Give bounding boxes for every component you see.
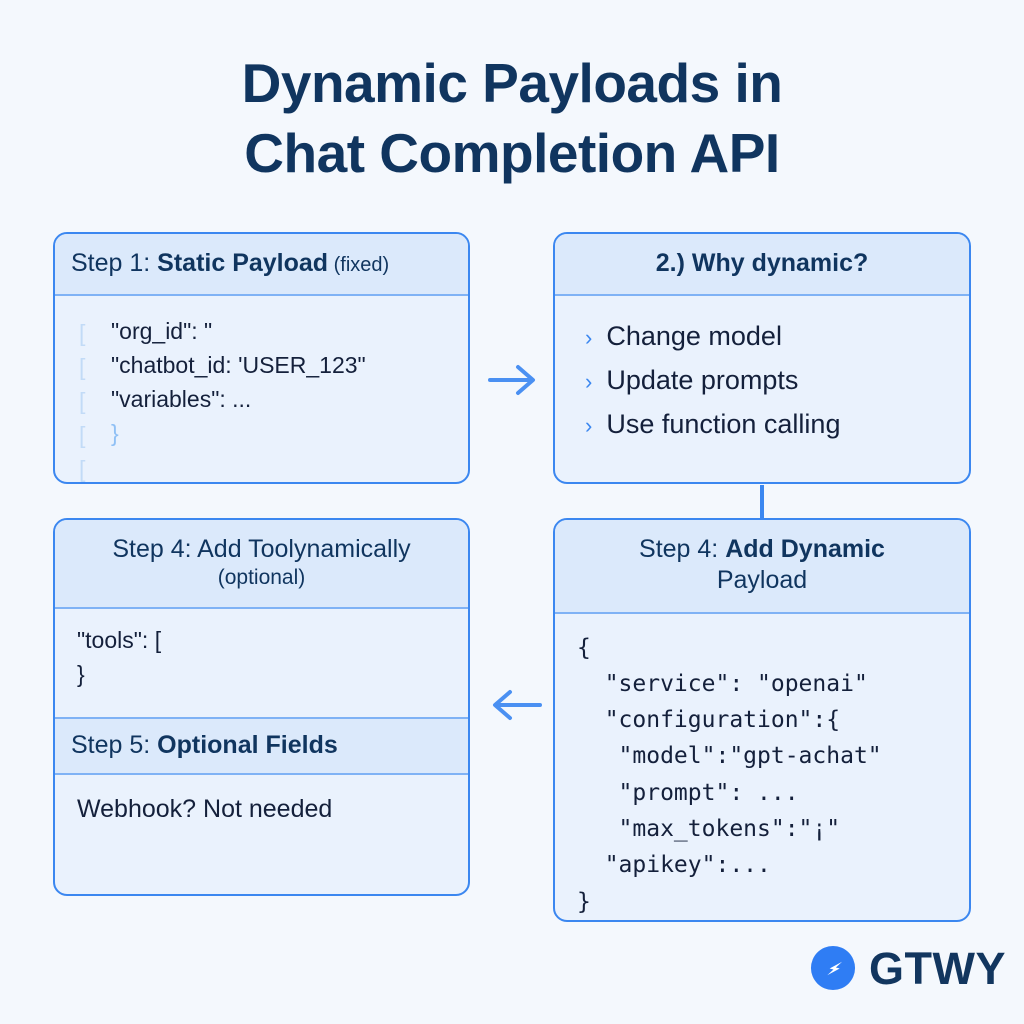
card-step-5-header-bold: Optional Fields [157, 730, 338, 759]
card-step-1-header-prefix: Step 1: [71, 249, 158, 277]
why-dynamic-bullet-list: › Change model › Update prompts › Use fu… [575, 314, 949, 441]
gtwy-logo: GTWY [810, 945, 1006, 991]
card-step-4-dynamic-header: Step 4: Add Dynamic Payload [555, 520, 969, 614]
card-step-4-dynamic-payload: Step 4: Add Dynamic Payload { "service":… [553, 518, 971, 922]
card-why-dynamic-header: 2.) Why dynamic? [555, 234, 969, 297]
list-item: › Change model [585, 320, 949, 354]
card-step-4-dynamic-header-prefix: Step 4: [639, 535, 726, 563]
card-step-1-body: [ [ [ [ [ "org_id": " "chatbot_id: 'USER… [55, 296, 468, 482]
list-item: › Use function calling [585, 408, 949, 442]
code-block-static-payload: [ [ [ [ [ "org_id": " "chatbot_id: 'USER… [75, 314, 448, 482]
gtwy-logo-text: GTWY [869, 942, 1006, 994]
code-line-closing-brace: } [111, 420, 119, 447]
bullet-label-use-function-calling: Use function calling [606, 408, 841, 439]
code-line-variables: "variables": ... [111, 386, 252, 413]
webhook-note: Webhook? Not needed [77, 794, 333, 823]
card-step-1-header: Step 1: Static Payload (fixed) [55, 234, 468, 297]
card-step-5-header: Step 5: Optional Fields [55, 716, 468, 775]
card-why-dynamic-body: › Change model › Update prompts › Use fu… [555, 296, 969, 471]
card-step-1-header-bold: Static Payload [157, 249, 329, 277]
arrow-right-icon [488, 365, 535, 395]
card-why-dynamic: 2.) Why dynamic? › Change model › Update… [553, 232, 971, 484]
card-step-5-header-prefix: Step 5: [71, 730, 158, 759]
page-title-line-2: Chat Completion API [244, 122, 780, 185]
card-step-4-tools: Step 4: Add Toolynamically (optional) "t… [53, 518, 470, 896]
chevron-right-icon: › [585, 325, 593, 351]
chevron-right-icon: › [585, 369, 593, 394]
card-step-4-tools-body: "tools": [ } [55, 609, 468, 717]
code-line-tools: "tools": [ [77, 626, 162, 653]
gtwy-logo-mark [810, 945, 856, 991]
card-step-4-tools-header-sub: (optional) [217, 566, 306, 590]
card-step-4-tools-header-main: Add Toolynamically [197, 535, 411, 563]
arrow-left-icon [493, 690, 542, 720]
code-gutter-marks: [ [ [ [ [ [79, 320, 86, 483]
code-block-dynamic-payload: { "service": "openai" "configuration":{ … [577, 634, 882, 915]
card-step-4-tools-header-prefix: Step 4: [112, 535, 198, 563]
page-title: Dynamic Payloads in Chat Completion API [0, 48, 1024, 189]
card-step-1-static-payload: Step 1: Static Payload (fixed) [ [ [ [ [… [53, 232, 470, 484]
code-line-chatbot-id: "chatbot_id: 'USER_123" [111, 352, 366, 379]
card-step-5-body: Webhook? Not needed [55, 775, 468, 844]
card-step-4-dynamic-body: { "service": "openai" "configuration":{ … [555, 614, 969, 921]
bullet-label-change-model: Change model [606, 321, 782, 352]
list-item: › Update prompts [585, 364, 949, 398]
bullet-label-update-prompts: Update prompts [606, 365, 799, 395]
code-line-org-id: "org_id": " [111, 318, 213, 345]
code-line-tools-close: } [77, 660, 85, 687]
card-step-4-dynamic-header-bold-2: Payload [716, 566, 808, 595]
chevron-right-icon: › [585, 412, 593, 438]
card-step-1-header-suffix: (fixed) [328, 254, 390, 276]
card-step-4-tools-header: Step 4: Add Toolynamically (optional) [55, 520, 468, 609]
vertical-connector [760, 485, 764, 518]
card-why-dynamic-header-text: Why dynamic? [684, 249, 869, 277]
card-step-4-dynamic-header-bold-1: Add Dynamic [725, 535, 885, 563]
page-title-line-1: Dynamic Payloads in [241, 52, 783, 114]
card-why-dynamic-header-number: 2.) [655, 249, 685, 277]
